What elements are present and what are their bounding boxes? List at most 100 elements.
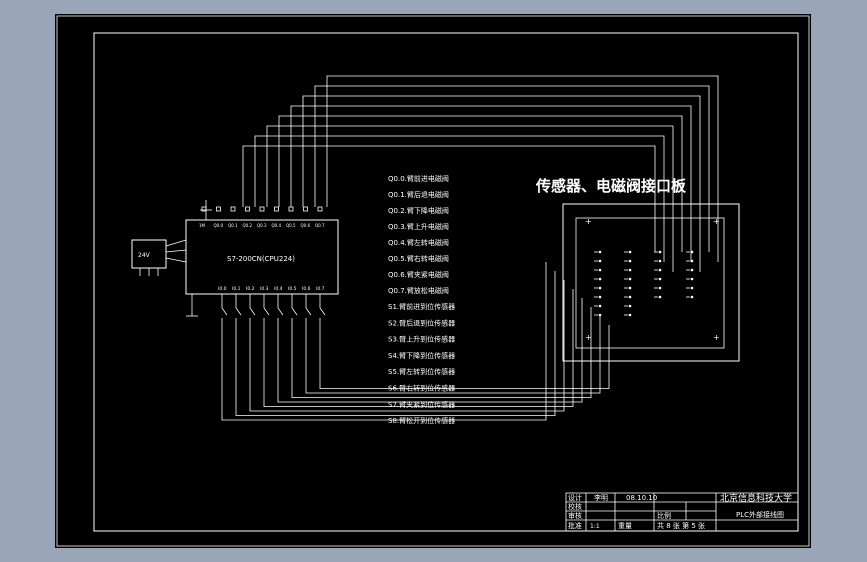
terminal-1 — [216, 206, 221, 212]
design-date: 08.10.10 — [626, 494, 657, 502]
input-legend-item: S4.臂下降到位传感器 — [388, 351, 455, 360]
bottom-terminal-label: I0.0 — [218, 286, 227, 292]
board-pin — [598, 259, 602, 263]
switch-contact — [235, 307, 242, 316]
input-wire — [291, 307, 592, 398]
board-pin — [628, 304, 632, 308]
bottom-terminal-label: I0.3 — [260, 286, 269, 292]
board-pins: ++++ — [585, 217, 720, 342]
university-name: 北京信息科技大学 — [720, 492, 792, 504]
terminal-8 — [317, 206, 323, 212]
drawing-name: PLC外部接线图 — [736, 510, 784, 519]
top-terminal-label: Q0.6 — [301, 223, 311, 228]
switch-contact — [319, 307, 326, 316]
switch-contact — [291, 307, 298, 316]
output-legend-item: Q0.0.臂前进电磁阀 — [388, 174, 449, 183]
board-pin — [658, 259, 662, 263]
input-wire — [249, 280, 565, 412]
output-wire — [242, 145, 656, 252]
mount-hole-mark: + — [585, 217, 592, 226]
board-pin — [690, 250, 694, 254]
board-pin — [598, 313, 602, 317]
top-terminal-label: 1M — [199, 223, 206, 228]
switch-contact — [249, 307, 256, 316]
mount-hole-mark: + — [713, 333, 720, 342]
terminal-0 — [201, 206, 207, 212]
input-legend: S1.臂前进到位传感器S2.臂后退到位传感器S3.臂上升到位传感器S4.臂下降到… — [388, 302, 455, 425]
output-wire — [326, 75, 719, 262]
input-legend-item: S1.臂前进到位传感器 — [388, 302, 455, 311]
output-legend-item: Q0.1.臂后退电磁阀 — [388, 190, 449, 199]
output-legend-item: Q0.7.臂放松电磁阀 — [388, 286, 449, 295]
plc-model-label: S7-200CN(CPU224) — [227, 255, 295, 263]
board-pin — [658, 250, 662, 254]
input-legend-item: S8.臂松开到位传感器 — [388, 416, 455, 425]
board-pin — [628, 250, 632, 254]
input-legend-item: S5.臂左转到位传感器 — [388, 367, 455, 376]
top-terminal-label: Q0.0 — [214, 223, 224, 228]
sheet-outer-border — [56, 15, 810, 547]
board-pin — [628, 268, 632, 272]
unit-value: 1:1 — [590, 523, 600, 530]
bottom-terminal-label: I0.1 — [232, 286, 241, 292]
terminal-3 — [245, 206, 250, 212]
board-pin — [690, 268, 694, 272]
input-legend-item: S2.臂后退到位传感器 — [388, 318, 455, 327]
switch-contact — [263, 307, 270, 316]
top-terminal-label: Q0.5 — [286, 223, 296, 228]
switch-contact — [305, 307, 312, 316]
input-wire — [277, 298, 583, 403]
top-terminal-label: Q0.3 — [257, 223, 267, 228]
review-label: 审核 — [568, 511, 582, 520]
sheet-count: 共 8 张 第 5 张 — [657, 521, 705, 530]
output-legend-item: Q0.6.臂夹紧电磁阀 — [388, 270, 449, 279]
top-terminal-label: Q0.7 — [315, 223, 325, 228]
bottom-terminal-label: I0.4 — [274, 286, 283, 292]
board-pin — [598, 286, 602, 290]
drawing-frame — [93, 32, 799, 532]
input-wire — [263, 289, 574, 407]
board-title: 传感器、电磁阀接口板 — [535, 177, 687, 195]
board-pin — [598, 277, 602, 281]
bottom-terminal-label: I0.6 — [302, 286, 311, 292]
input-legend-item: S6.臂右转到位传感器 — [388, 384, 455, 393]
board-pin — [658, 295, 662, 299]
input-wire — [235, 271, 556, 416]
bottom-terminal-label: I0.7 — [316, 286, 325, 292]
bottom-terminal-label: I0.5 — [288, 286, 297, 292]
board-pin — [690, 259, 694, 263]
board-pin — [628, 286, 632, 290]
interface-board: 传感器、电磁阀接口板 — [535, 177, 740, 362]
top-terminal-label: Q0.4 — [272, 223, 282, 228]
output-wire — [278, 115, 683, 252]
board-pin — [658, 268, 662, 272]
output-wire — [266, 125, 674, 272]
top-terminal-label: Q0.1 — [228, 223, 238, 228]
board-pin — [598, 268, 602, 272]
input-wire — [319, 325, 610, 389]
approve-label: 批准 — [568, 521, 582, 530]
board-pin — [598, 304, 602, 308]
output-wire — [290, 105, 692, 262]
terminal-4 — [259, 206, 265, 212]
board-pin — [690, 286, 694, 290]
top-terminal-label: Q0.2 — [243, 223, 253, 228]
checker-label: 校核 — [568, 502, 582, 511]
switch-contact — [277, 307, 284, 316]
terminal-5 — [274, 206, 279, 212]
weight-label: 重量 — [618, 522, 632, 530]
wiring — [221, 75, 719, 421]
scale-label: 比例 — [657, 511, 671, 520]
plc-output-terminals: 1M Q0.0 Q0.1 Q0.2 Q0.3 Q0.4 Q0.5 Q0.6 Q0.7 — [199, 206, 325, 228]
board-pin — [628, 295, 632, 299]
board-pin — [690, 295, 694, 299]
board-pin — [628, 277, 632, 281]
input-wire — [305, 316, 601, 394]
output-wire — [314, 85, 710, 252]
output-legend-item: Q0.2.臂下降电磁阀 — [388, 206, 449, 215]
output-legend: Q0.0.臂前进电磁阀 Q0.1.臂后退电磁阀 Q0.2.臂下降电磁阀 Q0.3.臂上… — [388, 174, 449, 295]
output-wire — [254, 135, 665, 262]
output-legend-item: Q0.3.臂上升电磁阀 — [388, 222, 449, 231]
